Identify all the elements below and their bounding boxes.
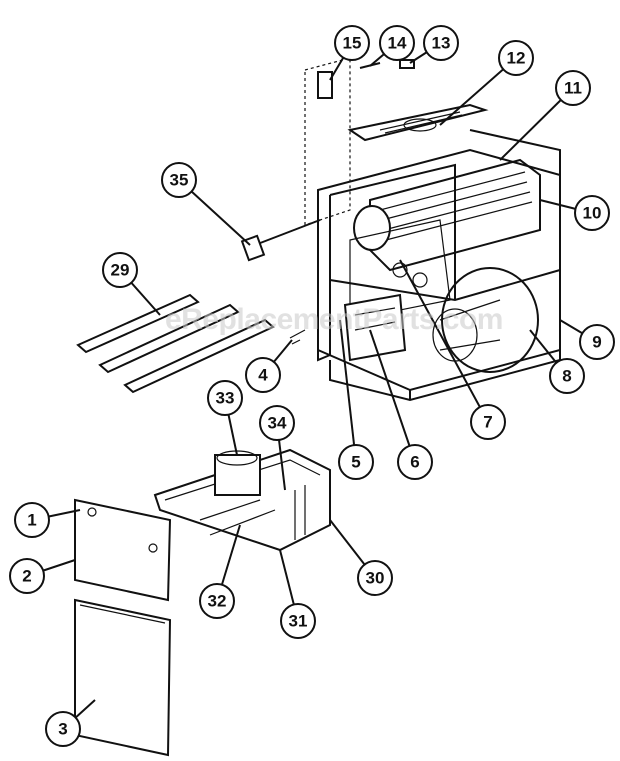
callout-label: 5 [351, 453, 360, 472]
callout-5: 5 [338, 444, 374, 480]
callout-30: 30 [357, 560, 393, 596]
callout-label: 31 [289, 612, 308, 631]
callout-label: 15 [343, 34, 362, 53]
limit-switch-parts [317, 59, 415, 99]
callout-4: 4 [245, 357, 281, 393]
callout-label: 32 [208, 592, 227, 611]
callout-label: 13 [432, 34, 451, 53]
callout-8: 8 [549, 358, 585, 394]
callout-label: 8 [562, 367, 571, 386]
leader-line-5 [339, 319, 357, 463]
callout-label: 33 [216, 389, 235, 408]
callout-1: 1 [14, 502, 50, 538]
callout-label: 1 [27, 511, 36, 530]
callout-14: 14 [379, 25, 415, 61]
callout-15: 15 [334, 25, 370, 61]
callout-13: 13 [423, 25, 459, 61]
small-bracket [289, 329, 306, 345]
callout-label: 11 [564, 79, 582, 98]
callout-label: 6 [410, 453, 419, 472]
flame-sensor [240, 219, 321, 262]
callout-3: 3 [45, 711, 81, 747]
control-box [343, 293, 407, 362]
gas-valve-manifold [153, 448, 331, 552]
heat-exchanger [349, 158, 541, 321]
callout-label: 3 [58, 720, 67, 739]
callout-10: 10 [574, 195, 610, 231]
callout-label: 4 [258, 366, 268, 385]
callout-31: 31 [280, 603, 316, 639]
control-bracket-outline [304, 57, 351, 226]
callout-label: 9 [592, 333, 601, 352]
callout-34: 34 [259, 405, 295, 441]
lower-door-panel [74, 598, 172, 757]
callout-33: 33 [207, 380, 243, 416]
callout-label: 7 [483, 413, 492, 432]
burners [76, 293, 275, 394]
callout-label: 34 [268, 414, 287, 433]
top-panel [347, 103, 489, 142]
callout-label: 2 [22, 567, 31, 586]
callout-29: 29 [102, 252, 138, 288]
callout-11: 11 [555, 70, 591, 106]
callout-9: 9 [579, 324, 615, 360]
callout-32: 32 [199, 583, 235, 619]
upper-door-panel [74, 498, 172, 602]
callout-label: 14 [388, 34, 407, 53]
callout-2: 2 [9, 558, 45, 594]
leader-line-7 [399, 259, 489, 423]
callout-label: 10 [583, 204, 602, 223]
callout-label: 30 [366, 569, 385, 588]
callout-label: 35 [170, 171, 189, 190]
callout-7: 7 [470, 404, 506, 440]
leader-line-6 [369, 329, 416, 463]
callout-12: 12 [498, 40, 534, 76]
callout-6: 6 [397, 444, 433, 480]
watermark: eReplacementParts.com [165, 303, 504, 336]
callout-label: 29 [111, 261, 130, 280]
furnace-cabinet [317, 129, 561, 402]
callout-35: 35 [161, 162, 197, 198]
callout-label: 12 [507, 49, 526, 68]
